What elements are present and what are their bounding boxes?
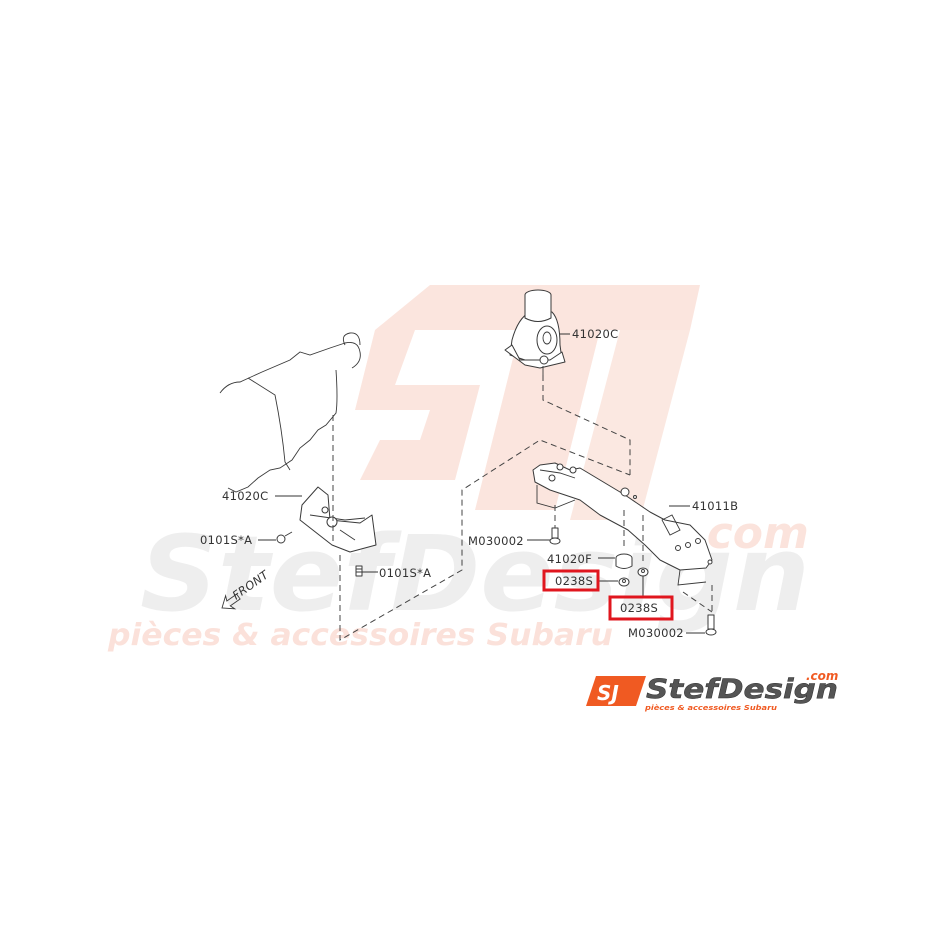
watermark-dotcom: .com bbox=[690, 508, 809, 559]
bolt-center-icon bbox=[549, 527, 561, 545]
leader-lines bbox=[258, 333, 705, 634]
nut-2-icon bbox=[637, 567, 649, 577]
highlight-box-nut-1 bbox=[542, 569, 600, 592]
stefdesign-logo[interactable]: SJ StefDesign .com pièces & accessoires … bbox=[586, 669, 838, 712]
sj-logo-icon: SJ bbox=[586, 676, 646, 706]
label-nut-2[interactable]: 0238S bbox=[620, 601, 658, 615]
logo-tagline: pièces & accessoires Subaru bbox=[644, 704, 777, 712]
highlight-box-nut-2 bbox=[608, 595, 674, 621]
front-arrow-icon bbox=[221, 593, 241, 610]
label-bolt-right[interactable]: M030002 bbox=[628, 626, 684, 640]
label-bolt-left-lower[interactable]: 0101S*A bbox=[379, 566, 431, 580]
label-crossmember[interactable]: 41011B bbox=[692, 499, 738, 513]
bolt-right-icon bbox=[705, 614, 717, 636]
watermark: StefDesign .com pièces & accessoires Sub… bbox=[107, 285, 810, 653]
label-nut-1[interactable]: 0238S bbox=[555, 574, 593, 588]
label-bushing[interactable]: 41020F bbox=[547, 552, 592, 566]
label-mount-top[interactable]: 41020C bbox=[572, 327, 618, 341]
bushing-icon bbox=[615, 553, 633, 569]
logo-brand: StefDesign bbox=[646, 674, 838, 705]
logo-dotcom: .com bbox=[806, 669, 838, 683]
bolt-left-upper-icon bbox=[276, 531, 293, 544]
transmission-outline bbox=[219, 332, 361, 493]
sj-logo-text: SJ bbox=[597, 681, 619, 705]
watermark-tagline: pièces & accessoires Subaru bbox=[107, 618, 613, 653]
watermark-sj-logo-icon bbox=[355, 285, 700, 520]
nut-1-icon bbox=[618, 577, 630, 587]
assembly-lines bbox=[332, 375, 713, 641]
crossmember bbox=[532, 462, 713, 586]
bolt-left-lower-icon bbox=[355, 565, 363, 577]
top-mount bbox=[504, 289, 566, 375]
label-bolt-left-upper[interactable]: 0101S*A bbox=[200, 533, 252, 547]
label-mount-left[interactable]: 41020C bbox=[222, 489, 268, 503]
label-bolt-center[interactable]: M030002 bbox=[468, 534, 524, 548]
left-mount-bracket bbox=[299, 486, 377, 553]
